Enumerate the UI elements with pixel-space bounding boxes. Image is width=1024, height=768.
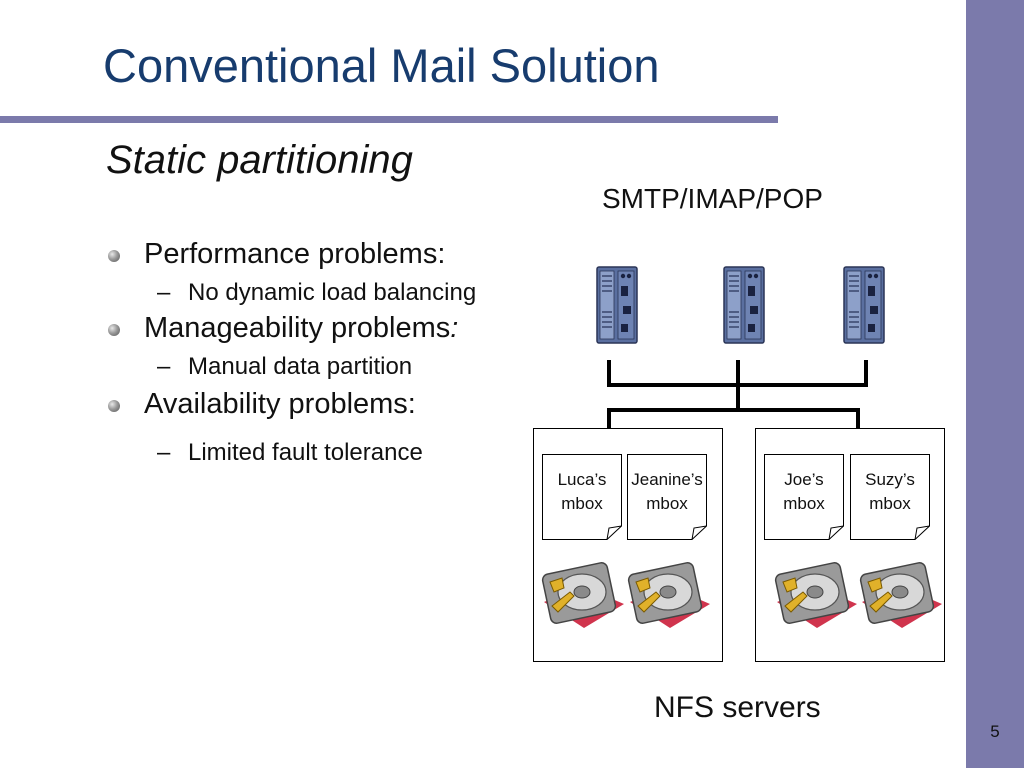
bullet-dot-icon <box>108 250 120 262</box>
mailbox-label: Jeanine’s mbox <box>627 468 707 516</box>
mailbox-label: Joe’s mbox <box>764 468 844 516</box>
document-icon <box>542 454 622 540</box>
sub-bullet-availability: –Limited fault tolerance <box>157 439 423 469</box>
page-number: 5 <box>990 722 1000 741</box>
hard-disk-icon <box>626 562 711 630</box>
mailbox-document: Jeanine’s mbox <box>627 454 707 540</box>
bullet-dot-icon <box>108 400 120 412</box>
dash-icon: – <box>157 279 171 306</box>
bullet-text-colon: : <box>450 312 459 344</box>
sub-bullet-text: Limited fault tolerance <box>188 439 423 466</box>
bullet-dot-icon <box>108 324 120 336</box>
right-sidebar: 5 <box>966 0 1024 768</box>
document-icon <box>764 454 844 540</box>
mailbox-type: mbox <box>783 494 825 513</box>
mailbox-type: mbox <box>646 494 688 513</box>
sub-bullet-manageability: –Manual data partition <box>157 353 412 383</box>
mailbox-owner: Joe’s <box>784 470 824 489</box>
title-underline <box>0 116 778 123</box>
document-icon <box>850 454 930 540</box>
bullet-text-main: Manageability problems <box>144 312 451 344</box>
slide-title: Conventional Mail Solution <box>103 39 660 92</box>
sub-bullet-text: No dynamic load balancing <box>188 279 477 306</box>
mailbox-owner: Luca’s <box>557 470 607 489</box>
slide-subtitle: Static partitioning <box>106 138 413 182</box>
mailbox-owner: Suzy’s <box>865 470 915 489</box>
hard-disk-icon <box>858 562 943 630</box>
hard-disk-icon <box>540 562 625 630</box>
bullet-text: Manageability problems: <box>144 312 458 345</box>
bullet-text: Availability problems: <box>144 388 416 420</box>
sub-bullet-text: Manual data partition <box>188 353 413 380</box>
mailbox-label: Suzy’s mbox <box>850 468 930 516</box>
document-icon <box>627 454 707 540</box>
mailbox-document: Suzy’s mbox <box>850 454 930 540</box>
mailbox-type: mbox <box>869 494 911 513</box>
dash-icon: – <box>157 439 171 466</box>
hard-disk-icon <box>773 562 858 630</box>
mailbox-label: Luca’s mbox <box>542 468 622 516</box>
nfs-servers-label: NFS servers <box>654 691 821 724</box>
dash-icon: – <box>157 353 171 380</box>
mailbox-document: Joe’s mbox <box>764 454 844 540</box>
bullet-text: Performance problems: <box>144 238 446 270</box>
mailbox-type: mbox <box>561 494 603 513</box>
protocol-label: SMTP/IMAP/POP <box>602 183 823 214</box>
mailbox-owner: Jeanine’s <box>631 470 703 489</box>
mailbox-document: Luca’s mbox <box>542 454 622 540</box>
sub-bullet-performance: –No dynamic load balancing <box>157 279 476 309</box>
